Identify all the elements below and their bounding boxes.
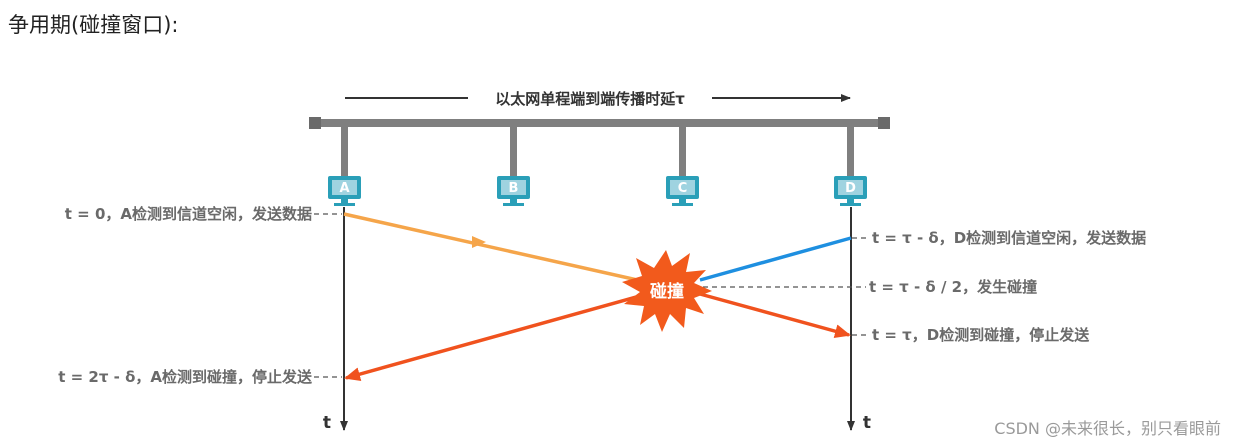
event-d-detect: t = τ，D检测到碰撞，停止发送 <box>872 326 1090 344</box>
station-a: A <box>328 176 361 206</box>
propagation-delay-banner: 以太网单程端到端传播时延τ <box>345 90 851 108</box>
station-c: C <box>666 176 699 206</box>
station-drops <box>341 127 854 177</box>
event-a-detect: t = 2τ - δ，A检测到碰撞，停止发送 <box>58 368 313 386</box>
signal-a-arrowhead <box>472 236 486 248</box>
collision-burst: 碰撞 <box>622 250 712 332</box>
time-axis-d: t <box>847 207 871 433</box>
drop-c <box>679 127 686 177</box>
collision-label: 碰撞 <box>650 281 684 302</box>
drop-a <box>341 127 348 177</box>
bus-terminator-left <box>309 117 321 129</box>
collision-burst-icon <box>622 250 712 332</box>
event-labels: t = 0，A检测到信道空闲，发送数据 t = τ - δ，D检测到信道空闲，发… <box>58 205 1146 386</box>
page-heading: 争用期(碰撞窗口): <box>8 13 179 37</box>
time-axis-label: t <box>323 413 331 433</box>
station-d: D <box>834 176 867 206</box>
signal-a-to-d <box>343 212 656 286</box>
jam-signal-to-a <box>344 294 641 381</box>
station-b-label: B <box>509 181 519 196</box>
csdn-watermark: CSDN @未来很长，别只看眼前 <box>994 419 1221 438</box>
event-a-send: t = 0，A检测到信道空闲，发送数据 <box>65 205 312 223</box>
monitor-screen <box>838 180 863 195</box>
jam-signal-to-d <box>699 292 851 339</box>
monitor-screen <box>501 180 526 195</box>
monitor-screen <box>670 180 695 195</box>
time-axis-label: t <box>863 413 871 433</box>
drop-b <box>510 127 517 177</box>
bus-terminator-right <box>878 117 890 129</box>
station-d-label: D <box>845 181 856 196</box>
time-axis-a: t <box>323 207 348 433</box>
signal-d-to-a <box>699 236 852 282</box>
monitor-screen <box>332 180 357 195</box>
drop-d <box>847 127 854 177</box>
ethernet-bus <box>309 117 890 129</box>
station-a-label: A <box>339 181 349 196</box>
station-b: B <box>497 176 530 206</box>
event-collision: t = τ - δ / 2，发生碰撞 <box>869 278 1037 296</box>
signals <box>343 212 852 381</box>
leader-lines <box>314 213 870 378</box>
station-c-label: C <box>678 181 688 196</box>
event-d-send: t = τ - δ，D检测到信道空闲，发送数据 <box>872 229 1146 247</box>
banner-label: 以太网单程端到端传播时延τ <box>495 90 685 108</box>
bus-line <box>315 119 885 127</box>
